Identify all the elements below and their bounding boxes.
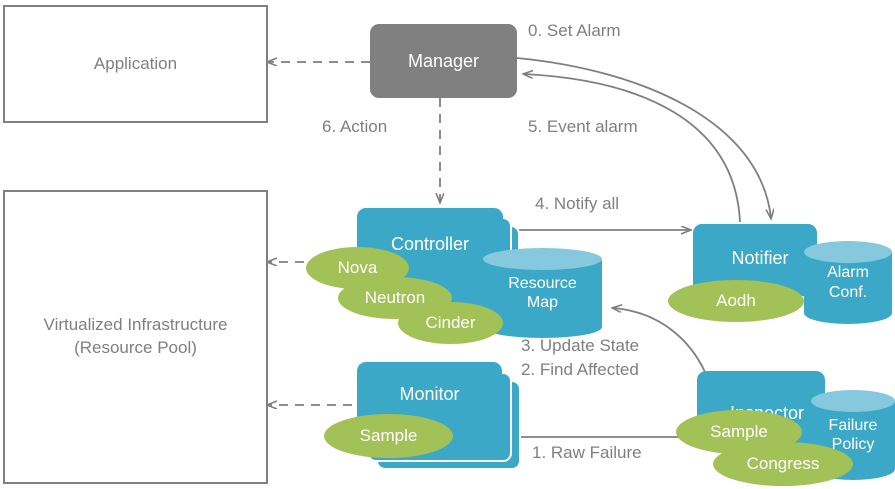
pill-sample-monitor[interactable]: Sample: [324, 414, 453, 458]
failure-policy-cylinder-top: [811, 390, 895, 412]
arrow-inspector-to-resource-map: [613, 308, 706, 373]
resource-map-label: Resource Map: [483, 248, 602, 338]
infrastructure-label-line1: Virtualized Infrastructure: [43, 315, 228, 335]
flow-label-step-0-text: 0. Set Alarm: [528, 21, 621, 40]
flow-label-step-5-text: 5. Event alarm: [528, 117, 638, 136]
alarm-conf-label-line1: Alarm: [827, 264, 869, 282]
pill-nova-label: Nova: [337, 258, 378, 277]
resource-map-cylinder-top: [483, 248, 602, 270]
pill-cinder-label: Cinder: [425, 313, 476, 332]
infrastructure-box: Virtualized Infrastructure (Resource Poo…: [3, 190, 268, 484]
flow-label-step-5: 5. Event alarm: [528, 117, 638, 137]
alarm-conf-label: Alarm Conf.: [804, 241, 892, 324]
flow-label-step-6: 6. Action: [322, 117, 387, 137]
alarm-conf-datastore[interactable]: Alarm Conf.: [804, 241, 892, 324]
pill-cinder[interactable]: Cinder: [398, 302, 503, 344]
manager-label: Manager: [407, 50, 480, 71]
flow-label-step-2-text: 2. Find Affected: [521, 360, 639, 379]
controller-label: Controller: [390, 234, 470, 254]
flow-label-step-3: 3. Update State: [521, 336, 639, 356]
flow-label-step-1-text: 1. Raw Failure: [532, 443, 642, 462]
monitor-label: Monitor: [399, 384, 460, 404]
application-label: Application: [93, 53, 178, 73]
infrastructure-label-line2: (Resource Pool): [74, 338, 197, 357]
arrow-manager-to-notifier: [516, 57, 771, 218]
flow-label-step-0: 0. Set Alarm: [528, 21, 621, 41]
flow-label-step-4-text: 4. Notify all: [535, 194, 620, 213]
alarm-conf-cylinder-top: [804, 241, 892, 263]
resource-map-label-line1: Resource: [508, 274, 577, 292]
flow-label-step-3-text: 3. Update State: [521, 336, 640, 355]
flow-label-step-6-text: 6. Action: [322, 117, 388, 136]
flow-label-step-4: 4. Notify all: [535, 194, 619, 214]
alarm-conf-label-line2: Conf.: [828, 283, 868, 301]
manager-node[interactable]: Manager: [370, 24, 517, 98]
resource-map-datastore[interactable]: Resource Map: [483, 248, 602, 338]
resource-map-label-line2: Map: [526, 294, 559, 311]
pill-aodh[interactable]: Aodh: [668, 280, 804, 322]
pill-congress-label: Congress: [746, 454, 820, 473]
pill-sample-inspector-label: Sample: [710, 422, 768, 441]
pill-sample-monitor-label: Sample: [359, 426, 418, 445]
pill-congress[interactable]: Congress: [713, 442, 853, 486]
flow-label-step-1: 1. Raw Failure: [532, 443, 642, 463]
pill-aodh-label: Aodh: [716, 291, 756, 310]
resource-map-cylinder-body: [483, 259, 602, 327]
notifier-label: Notifier: [731, 248, 789, 268]
arrow-notifier-to-manager: [524, 74, 741, 223]
failure-policy-label-line1: Failure: [828, 416, 878, 434]
failure-policy-label: Failure Policy: [811, 390, 895, 480]
flow-label-step-2: 2. Find Affected: [521, 360, 639, 380]
failure-policy-label-line2: Policy: [831, 436, 875, 453]
application-box: Application: [3, 5, 268, 123]
pill-neutron-label: Neutron: [364, 288, 426, 307]
